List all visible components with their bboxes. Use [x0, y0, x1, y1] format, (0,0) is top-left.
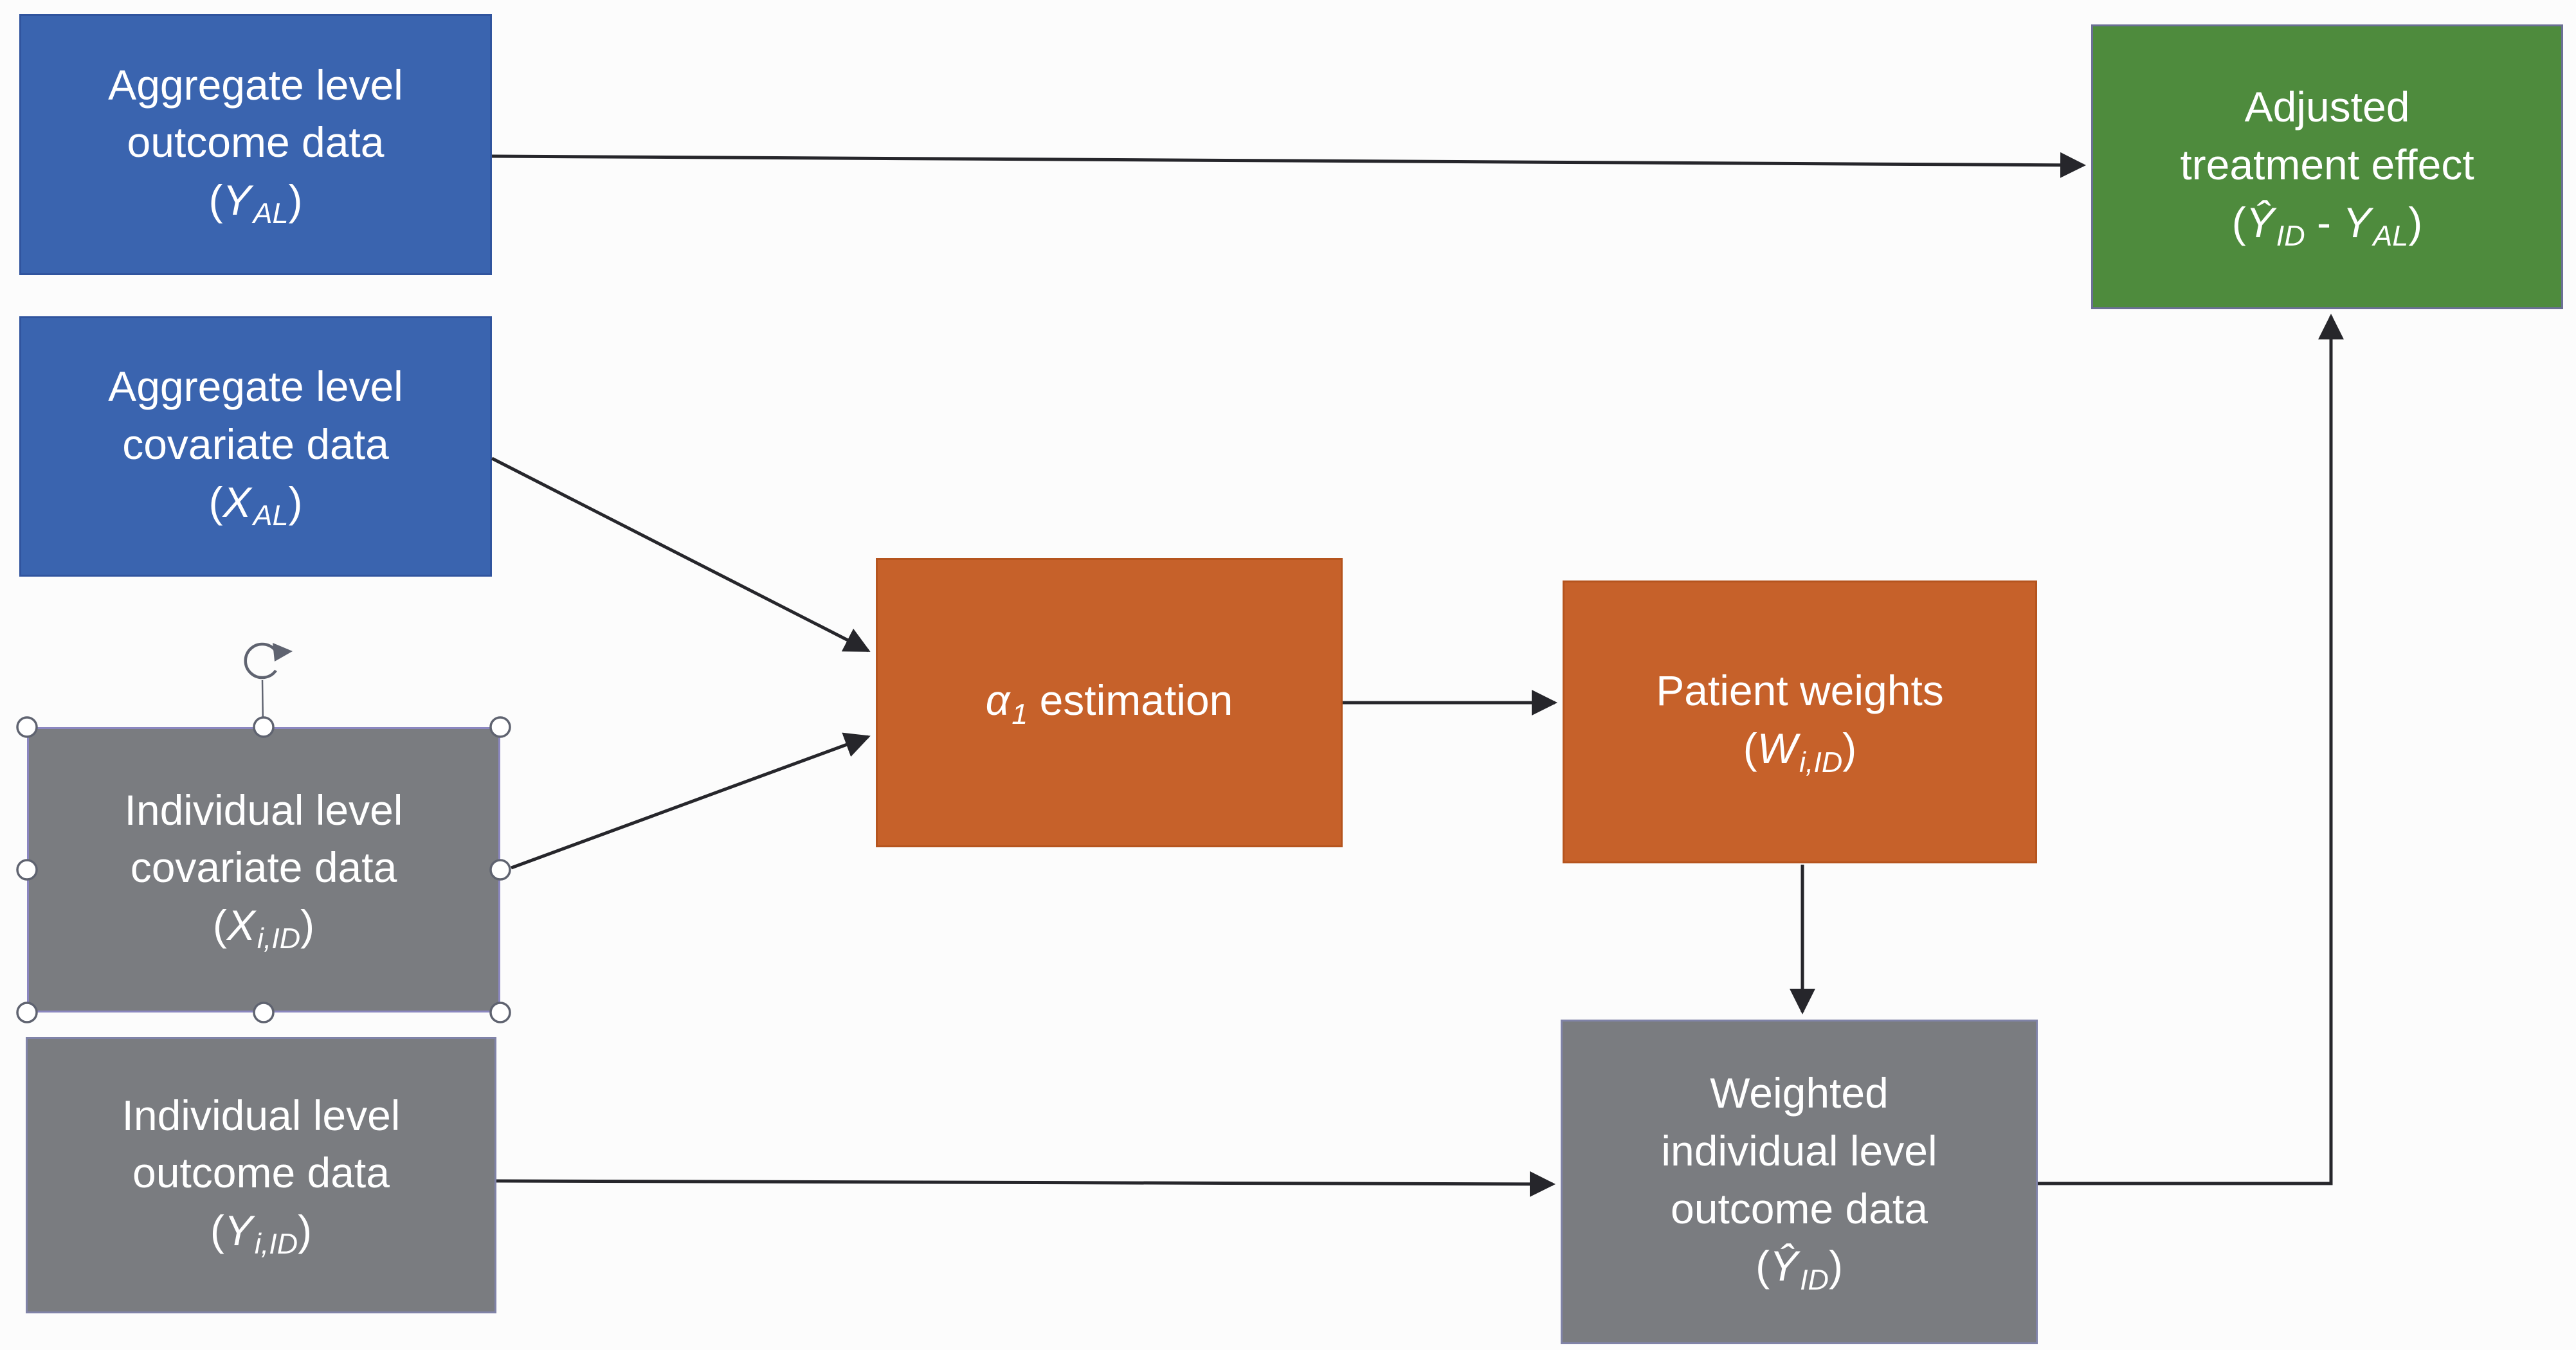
formula-close-paren: ): [1828, 1242, 1843, 1290]
formula-subscript: ID: [1800, 1263, 1829, 1296]
formula-base: Y: [2343, 198, 2372, 246]
arrow-individual-outcome-to-weighted-outcome[interactable]: [496, 1171, 1556, 1197]
formula-subscript: i,ID: [257, 922, 301, 955]
formula-base: Ŷ: [2245, 198, 2274, 246]
rotate-handle-icon[interactable]: [244, 642, 277, 680]
formula-open-paren: (: [2231, 198, 2246, 246]
formula-close-paren: ): [300, 901, 315, 950]
box-patient-weights[interactable]: Patient weights (Wi,ID): [1563, 580, 2037, 863]
formula-subscript: ID: [2276, 219, 2305, 252]
box-label-line: Aggregate level: [108, 60, 403, 109]
formula-alpha: α: [985, 676, 1010, 724]
box-label-line: outcome data: [127, 118, 385, 166]
formula-minus: -: [2305, 198, 2343, 246]
box-individual-level-outcome-data[interactable]: Individual level outcome data (Yi,ID): [26, 1037, 496, 1313]
formula-base: W: [1757, 724, 1797, 773]
box-formula: (Xi,ID): [213, 897, 314, 958]
box-label-line: Aggregate level: [108, 363, 403, 411]
box-label-line: covariate data: [130, 843, 397, 892]
selection-handle-bottom-right[interactable]: [489, 1002, 511, 1023]
formula-subscript: AL: [2373, 219, 2409, 252]
formula-subscript: 1: [1011, 697, 1028, 730]
selection-handle-top-left[interactable]: [16, 716, 38, 738]
box-alpha1-estimation[interactable]: α1 estimation: [876, 558, 1343, 847]
box-label-line: Individual level: [124, 786, 403, 834]
formula-open-paren: (: [210, 1207, 224, 1255]
box-formula: (XAL): [209, 474, 303, 535]
formula-close-paren: ): [298, 1207, 313, 1255]
selection-handle-middle-right[interactable]: [489, 859, 511, 881]
box-individual-level-covariate-data[interactable]: Individual level covariate data (Xi,ID): [27, 727, 500, 1013]
rotate-handle-arrowhead[interactable]: [273, 643, 293, 662]
selection-handle-middle-left[interactable]: [16, 859, 38, 881]
arrow-aggregate-outcome-to-adjusted-effect[interactable]: [491, 152, 2086, 178]
formula-open-paren: (: [208, 478, 223, 526]
box-formula: α1 estimation: [986, 672, 1233, 733]
formula-open-paren: (: [1743, 724, 1757, 773]
formula-subscript: AL: [253, 197, 289, 230]
box-label-line: outcome data: [132, 1149, 390, 1197]
box-formula: (ŶID - YAL): [2232, 194, 2422, 255]
box-label-line: covariate data: [122, 420, 389, 468]
arrow-weighted-outcome-to-adjusted-effect[interactable]: [2038, 314, 2344, 1185]
box-label-line: treatment effect: [2180, 140, 2474, 188]
formula-subscript: i,ID: [254, 1227, 298, 1261]
box-aggregate-level-covariate-data[interactable]: Aggregate level covariate data (XAL): [19, 316, 492, 577]
selection-handle-top-middle[interactable]: [253, 716, 275, 738]
selection-handle-top-right[interactable]: [489, 716, 511, 738]
selection-handle-bottom-middle[interactable]: [253, 1002, 275, 1023]
formula-base: X: [226, 901, 255, 950]
formula-open-paren: (: [212, 901, 227, 950]
formula-subscript: AL: [253, 498, 289, 532]
formula-subscript: i,ID: [1799, 745, 1843, 779]
box-weighted-individual-level-outcome-data[interactable]: Weighted individual level outcome data (…: [1561, 1020, 2038, 1344]
box-aggregate-level-outcome-data[interactable]: Aggregate level outcome data (YAL): [19, 14, 492, 275]
formula-rest: estimation: [1028, 676, 1233, 724]
formula-open-paren: (: [1755, 1242, 1770, 1290]
arrow-aggregate-covariate-to-alpha-estimation[interactable]: [491, 456, 871, 652]
box-label-line: Patient weights: [1656, 667, 1944, 715]
box-formula: (Yi,ID): [210, 1202, 312, 1263]
formula-close-paren: ): [288, 176, 303, 224]
formula-close-paren: ): [1842, 724, 1857, 773]
selection-handle-bottom-left[interactable]: [16, 1002, 38, 1023]
formula-base: Ŷ: [1770, 1242, 1799, 1290]
formula-base: X: [222, 478, 251, 526]
box-label-line: Individual level: [122, 1091, 401, 1139]
formula-open-paren: (: [208, 176, 223, 224]
formula-base: Y: [224, 1207, 253, 1255]
arrow-individual-covariate-to-alpha-estimation[interactable]: [511, 732, 871, 870]
formula-close-paren: ): [2408, 198, 2423, 246]
formula-close-paren: ): [288, 478, 303, 526]
box-label-line: Adjusted: [2244, 83, 2410, 131]
box-label-line: outcome data: [1671, 1184, 1928, 1232]
box-formula: (YAL): [209, 172, 303, 233]
box-formula: (ŶID): [1755, 1238, 1843, 1299]
box-formula: (Wi,ID): [1743, 720, 1857, 781]
box-label-line: individual level: [1661, 1126, 1937, 1174]
formula-base: Y: [222, 176, 251, 224]
box-label-line: Weighted: [1710, 1069, 1889, 1117]
box-adjusted-treatment-effect[interactable]: Adjusted treatment effect (ŶID - YAL): [2091, 24, 2563, 309]
